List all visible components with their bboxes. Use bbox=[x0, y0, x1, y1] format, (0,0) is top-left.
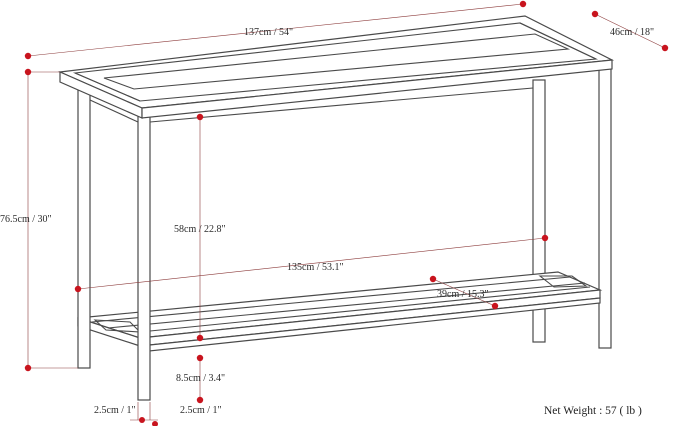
dim-dot bbox=[429, 275, 437, 283]
dim-dot bbox=[24, 68, 32, 76]
back-right-leg bbox=[598, 65, 612, 349]
dim-dot bbox=[491, 302, 499, 310]
dimension-lines bbox=[24, 0, 669, 426]
dim-dot bbox=[519, 0, 527, 8]
dim-dot bbox=[541, 234, 549, 242]
leg-width-label: 2.5cm / 1" bbox=[94, 405, 136, 416]
bottom-shelf bbox=[77, 271, 603, 353]
dim-dot bbox=[591, 10, 599, 18]
shelf-depth-label: 39cm / 15.3" bbox=[437, 289, 489, 300]
dimension-labels: 137cm / 54" 46cm / 18" 76.5cm / 30" 58cm… bbox=[0, 27, 654, 417]
dim-dot bbox=[661, 44, 669, 52]
clearance-label: 58cm / 22.8" bbox=[174, 224, 226, 235]
dim-dot bbox=[74, 285, 82, 293]
front-right-leg bbox=[137, 107, 151, 401]
height-total-label: 76.5cm / 30" bbox=[0, 214, 52, 225]
table-outline bbox=[57, 15, 615, 401]
inner-length-label: 135cm / 53.1" bbox=[287, 262, 344, 273]
dim-dot bbox=[24, 364, 32, 372]
leg-depth-label: 2.5cm / 1" bbox=[180, 405, 222, 416]
dim-dot bbox=[24, 52, 32, 60]
dim-dot bbox=[196, 354, 204, 362]
length-top-label: 137cm / 54" bbox=[244, 27, 293, 38]
shelf-height-label: 8.5cm / 3.4" bbox=[176, 373, 225, 384]
dim-dot bbox=[196, 334, 204, 342]
dim-dot bbox=[139, 417, 145, 423]
depth-top-label: 46cm / 18" bbox=[610, 27, 654, 38]
front-left-leg bbox=[77, 89, 91, 369]
dim-dot bbox=[152, 421, 158, 426]
net-weight-label: Net Weight : 57 ( lb ) bbox=[544, 405, 642, 417]
table-top bbox=[57, 15, 615, 119]
dim-dot bbox=[196, 113, 204, 121]
dim-dot bbox=[196, 396, 204, 404]
